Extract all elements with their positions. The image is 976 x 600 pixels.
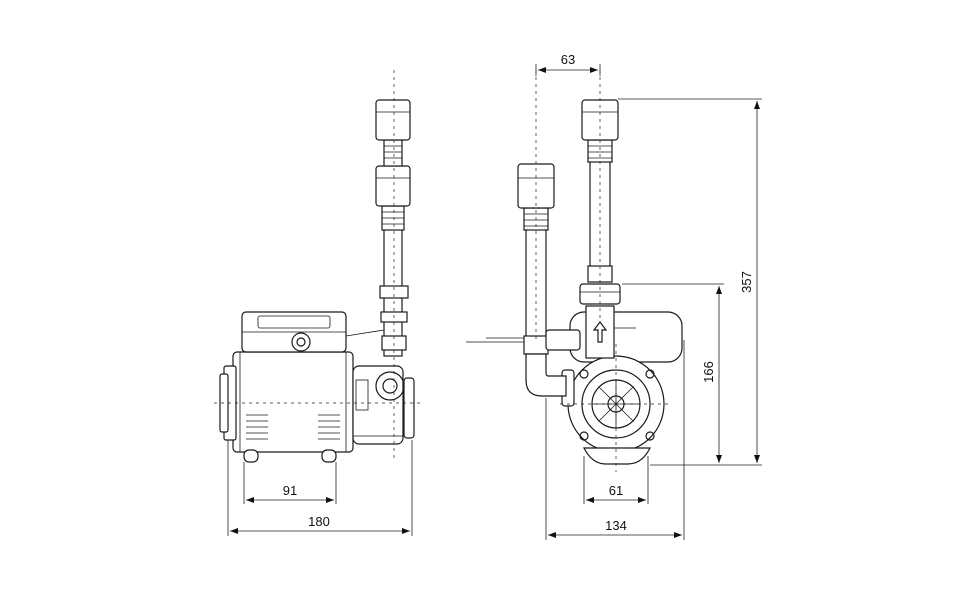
dimension-166: 166 [622, 283, 724, 463]
pipe-assembly-side [345, 99, 411, 357]
dimension-91: 91 [243, 462, 337, 504]
pump-head-side [352, 365, 415, 445]
dimension-357-label: 357 [739, 271, 754, 293]
dimension-357: 357 [618, 98, 762, 466]
motor-vents [246, 414, 340, 440]
motor-body [219, 351, 354, 463]
side-view: 91 180 [214, 70, 420, 536]
dimension-63-label: 63 [561, 52, 575, 67]
dimension-180: 180 [227, 440, 413, 536]
dimension-61: 61 [583, 456, 649, 504]
dimension-134-label: 134 [605, 518, 627, 533]
dimension-91-label: 91 [283, 483, 297, 498]
terminal-box [241, 311, 347, 353]
dimension-134: 134 [545, 340, 685, 540]
dimension-63: 63 [535, 52, 601, 76]
dimension-166-label: 166 [701, 361, 716, 383]
front-view: 63 357 166 61 134 [466, 52, 762, 540]
dimension-180-label: 180 [308, 514, 330, 529]
inlet-pipe [466, 163, 581, 397]
dimension-61-label: 61 [609, 483, 623, 498]
